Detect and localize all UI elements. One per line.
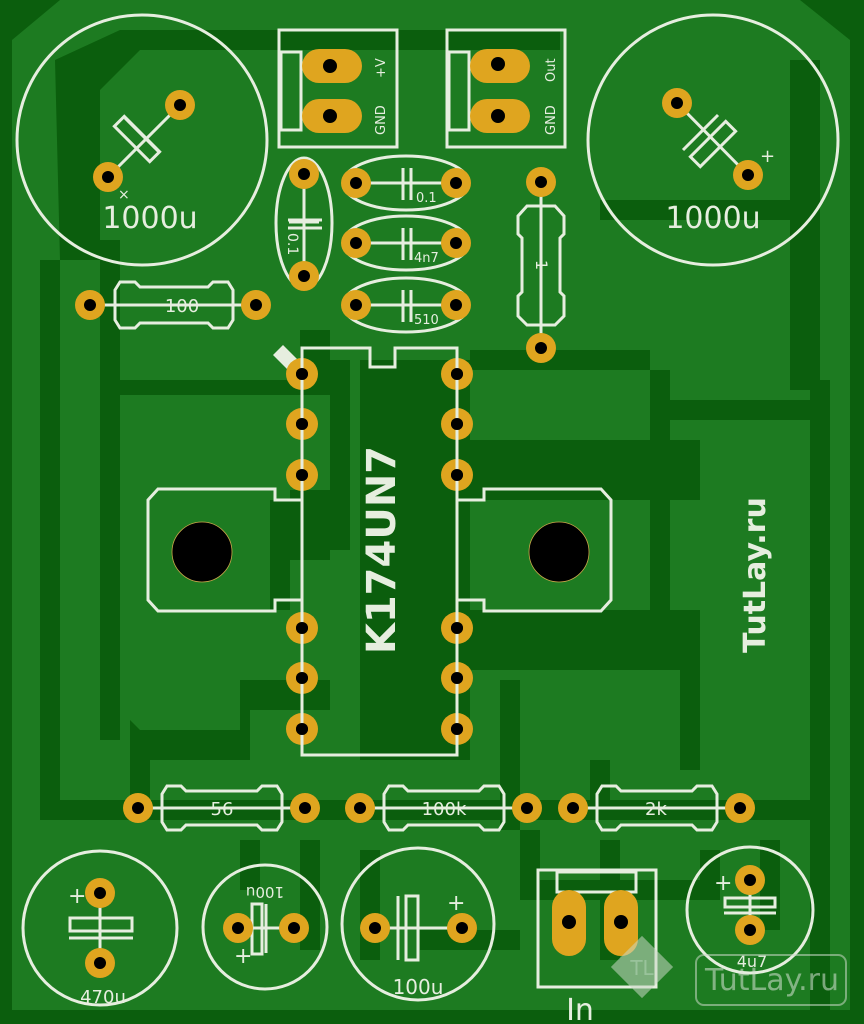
capacitor-value: 4u7	[737, 952, 768, 971]
pin-label-out: Out	[544, 58, 559, 82]
polarity-mark: +	[447, 891, 465, 916]
resistor-r3-56: 56	[123, 784, 320, 832]
capacitor-value: 510	[414, 313, 439, 328]
resistor-value: 2k	[645, 799, 667, 820]
polarity-mark: +	[68, 884, 86, 909]
mounting-hole	[528, 521, 590, 583]
pin-label-gnd: GND	[374, 105, 389, 135]
pin-label-gnd: GND	[544, 105, 559, 135]
resistor-r2-100: 100	[75, 280, 271, 330]
resistor-value: 1	[532, 260, 551, 270]
capacitor-value: 0.1	[416, 191, 437, 206]
ic-k174un7: K174UN7	[146, 345, 613, 757]
input-label: In	[566, 993, 594, 1024]
trace-gaps	[0, 30, 864, 1024]
capacitor-c3-0.1: 0.1	[274, 156, 334, 291]
tl-logo-icon	[610, 935, 674, 999]
capacitor-value: 1000u	[665, 201, 760, 236]
ic-label: K174UN7	[359, 446, 405, 654]
connector-input: In	[536, 868, 658, 1024]
capacitor-c5-4n7: 4n7	[341, 214, 471, 272]
capacitor-c2-1000u: + 1000u	[586, 13, 840, 267]
resistor-value: 56	[211, 799, 234, 820]
capacitor-c10-4u7: + 4u7	[685, 845, 815, 975]
resistor-r5-2k: 2k	[558, 784, 755, 832]
capacitor-outline	[586, 13, 840, 267]
capacitor-c1-1000u: × 1000u	[15, 13, 269, 267]
resistor-value: 100	[165, 296, 199, 317]
polarity-mark: +	[234, 944, 252, 969]
pin-label-v: +V	[374, 58, 389, 78]
watermark-text: TutLay.ru	[704, 963, 839, 998]
connector-output: Out GND	[445, 28, 567, 149]
resistor-r4-100k: 100k	[345, 784, 542, 832]
watermark: TL TutLay.ru	[610, 935, 847, 1006]
capacitor-value: 470u	[80, 987, 126, 1008]
capacitor-c7-470u: + 470u	[21, 849, 179, 1008]
capacitor-c6-510: 510	[341, 276, 471, 334]
watermark-logo-text: TL	[629, 956, 654, 980]
polarity-mark: ×	[118, 187, 130, 203]
mounting-hole	[171, 521, 233, 583]
resistor-value: 100k	[422, 799, 467, 820]
polarity-mark: +	[714, 871, 732, 896]
capacitor-outline	[15, 13, 269, 267]
resistor-r1-1: 1	[516, 167, 566, 363]
connector-power: +V GND	[277, 28, 399, 149]
polarity-mark: +	[760, 146, 775, 167]
capacitor-c9-100u: + 100u	[340, 846, 496, 1002]
capacitor-value: 100u	[246, 883, 284, 901]
capacitor-value: 100u	[393, 975, 444, 999]
capacitor-c4-0.1: 0.1	[341, 154, 471, 212]
capacitor-c8-100u: + 100u	[201, 863, 329, 991]
capacitor-value: 1000u	[102, 201, 197, 236]
capacitor-value: 4n7	[414, 251, 439, 266]
brand-text: TutLay.ru	[738, 497, 773, 653]
capacitor-value: 0.1	[284, 233, 300, 255]
